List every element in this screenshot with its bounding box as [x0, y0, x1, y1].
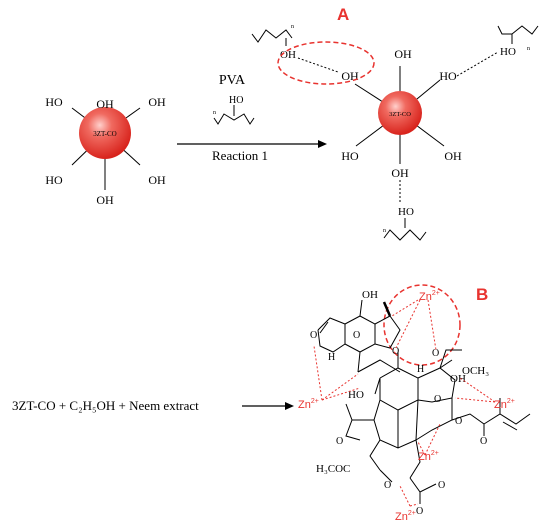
- ho-r-lower-left: HO: [341, 149, 359, 163]
- zt-co-sphere-right: [378, 91, 422, 135]
- highlight-ellipse-b: [383, 284, 461, 366]
- oh-lower-right: OH: [148, 173, 166, 187]
- mol-o-acetate: O: [384, 480, 391, 491]
- pva-n-a: n: [291, 24, 294, 30]
- zinc-ion-top: Zn2+: [419, 290, 440, 303]
- particle-left: 3ZT-CO OH HO OH HO OH OH: [45, 95, 166, 207]
- particle-right: 3ZT-CO OH OH HO HO OH OH OH n A HO n HO: [251, 5, 539, 241]
- mol-o-ring3: O: [392, 346, 399, 357]
- zinc-ion-left: Zn2+: [298, 398, 319, 411]
- mol-o-ester: O: [455, 416, 462, 427]
- mol-o-lactone: O: [434, 394, 441, 405]
- oh-upper-right: OH: [148, 95, 166, 109]
- reagent-label: PVA: [219, 73, 246, 88]
- mol-o-acetate2: O: [438, 480, 445, 491]
- highlight-ellipse-a: [277, 41, 375, 85]
- mol-oh-top: OH: [362, 289, 378, 301]
- mol-o-bottom: O: [416, 506, 423, 517]
- zt-co-sphere-left: [79, 107, 131, 159]
- zinc-ion-right: Zn2+: [494, 398, 515, 411]
- panel-a: 3ZT-CO OH HO OH HO OH OH PVA HO n Reacti…: [45, 5, 539, 241]
- mol-o-carbonyl: O: [432, 348, 439, 359]
- mol-o-ring1: O: [310, 330, 317, 341]
- mol-acetyl: H₃COC: [316, 463, 350, 475]
- mol-oh-right: OH: [450, 373, 466, 385]
- pva-n-b: n: [527, 46, 530, 52]
- pva-ho-b: HO: [500, 46, 516, 58]
- pva-ho-c: HO: [398, 206, 414, 218]
- pva-n-c: n: [383, 228, 386, 234]
- mol-h-center: H: [417, 364, 424, 375]
- zinc-ion-middle: Zn2+: [418, 450, 439, 463]
- ho-r-upper-right: HO: [439, 69, 457, 83]
- oh-top: OH: [96, 97, 114, 111]
- oh-upper-left: HO: [45, 95, 63, 109]
- mol-o-ring2: O: [353, 330, 360, 341]
- oh-lower-left: HO: [45, 173, 63, 187]
- oh-bottom: OH: [96, 193, 114, 207]
- panel-b-label: B: [476, 285, 488, 304]
- molecule-b: [317, 299, 531, 504]
- mol-o-lower: O: [336, 436, 343, 447]
- oh-r-bottom: OH: [391, 166, 409, 180]
- mol-ho-left: HO: [348, 389, 364, 401]
- mol-methoxy: OCH₃: [462, 365, 489, 377]
- zinc-coordination: [313, 299, 496, 507]
- reaction-arrow-1: PVA HO n Reaction 1: [177, 73, 327, 163]
- equation-text: 3ZT-CO + C₂H₅OH + Neem extract: [12, 398, 199, 413]
- pva-ho: HO: [229, 95, 243, 106]
- oh-r-top: OH: [394, 47, 412, 61]
- particle-label-left: 3ZT-CO: [93, 130, 116, 138]
- mol-o-ester2: O: [480, 436, 487, 447]
- reaction-label: Reaction 1: [212, 148, 268, 163]
- zinc-ion-bottom: Zn2+: [395, 510, 416, 523]
- mol-h-left: H: [328, 352, 335, 363]
- pva-oh-a: OH: [280, 49, 296, 61]
- panel-a-label: A: [337, 5, 349, 24]
- pva-n: n: [213, 110, 216, 116]
- oh-r-lower-right: OH: [444, 149, 462, 163]
- particle-label-right: 3ZT-CO: [389, 111, 411, 118]
- panel-b: 3ZT-CO + C₂H₅OH + Neem extract B: [12, 284, 531, 523]
